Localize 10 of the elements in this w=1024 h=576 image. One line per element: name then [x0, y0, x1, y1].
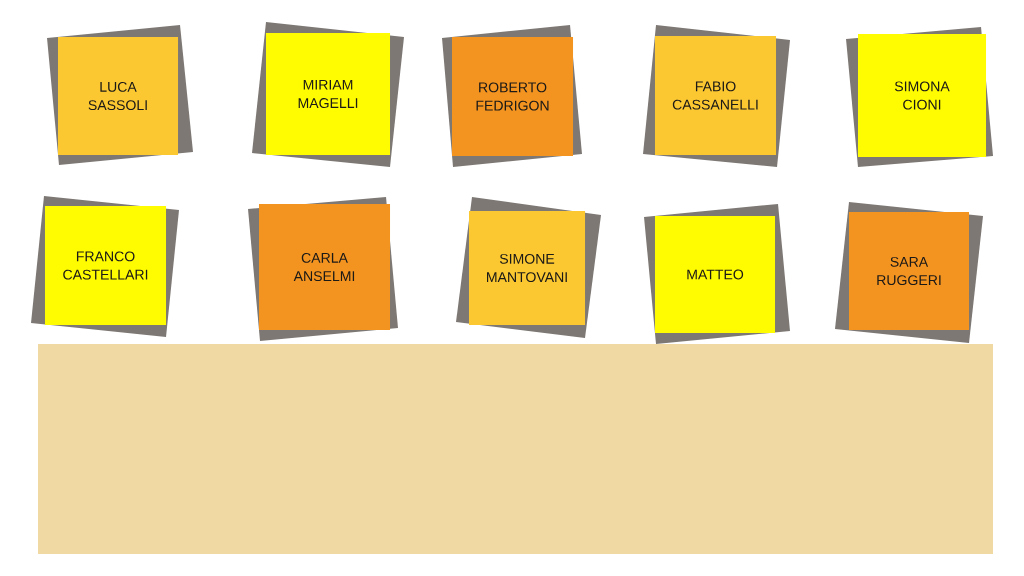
sticky-note: SIMONA CIONI: [846, 27, 993, 167]
sticky-note: MIRIAM MAGELLI: [252, 22, 404, 167]
sticky-note: LUCA SASSOLI: [47, 25, 193, 165]
sticky-note: MATTEO: [644, 204, 790, 344]
sticky-note: CARLA ANSELMI: [248, 197, 398, 341]
sticky-note: FRANCO CASTELLARI: [31, 196, 179, 337]
sticky-note: FABIO CASSANELLI: [643, 25, 790, 167]
sticky-note: SARA RUGGERI: [835, 202, 983, 343]
sticky-note: ROBERTO FEDRIGON: [442, 25, 582, 167]
sticky-note: SIMONE MANTOVANI: [456, 197, 601, 338]
